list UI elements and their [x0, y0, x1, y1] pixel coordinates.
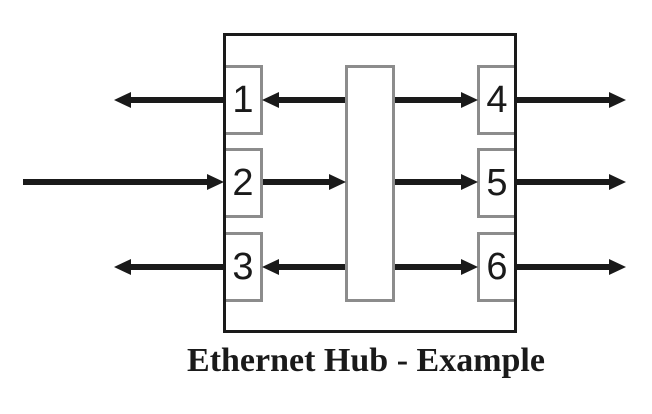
port-4: 4: [477, 65, 514, 135]
arrow-port2-to-bus-icon: [263, 179, 329, 185]
port-3-label: 3: [232, 246, 254, 288]
port-1-label: 1: [232, 79, 254, 121]
port-5-label: 5: [486, 162, 508, 204]
arrow-port3-out-icon: [131, 264, 223, 270]
arrow-port5-out-icon: [517, 179, 609, 185]
arrow-bus-to-port1-icon: [279, 97, 345, 103]
port-6: 6: [477, 232, 514, 302]
hub-backplane-bus: [345, 65, 395, 302]
port-5: 5: [477, 148, 514, 218]
arrow-bus-to-port4-icon: [395, 97, 461, 103]
arrow-port1-out-icon: [131, 97, 223, 103]
port-6-label: 6: [486, 246, 508, 288]
arrow-bus-to-port6-icon: [395, 264, 461, 270]
port-4-label: 4: [486, 79, 508, 121]
arrow-bus-to-port3-icon: [279, 264, 345, 270]
port-3: 3: [226, 232, 263, 302]
arrow-port4-out-icon: [517, 97, 609, 103]
port-2-label: 2: [232, 162, 254, 204]
diagram-caption: Ethernet Hub - Example: [187, 342, 545, 379]
port-1: 1: [226, 65, 263, 135]
hub-chassis: [223, 33, 517, 333]
arrow-bus-to-port5-icon: [395, 179, 461, 185]
port-2: 2: [226, 148, 263, 218]
arrow-in-to-port2-icon: [23, 179, 207, 185]
arrow-port6-out-icon: [517, 264, 609, 270]
